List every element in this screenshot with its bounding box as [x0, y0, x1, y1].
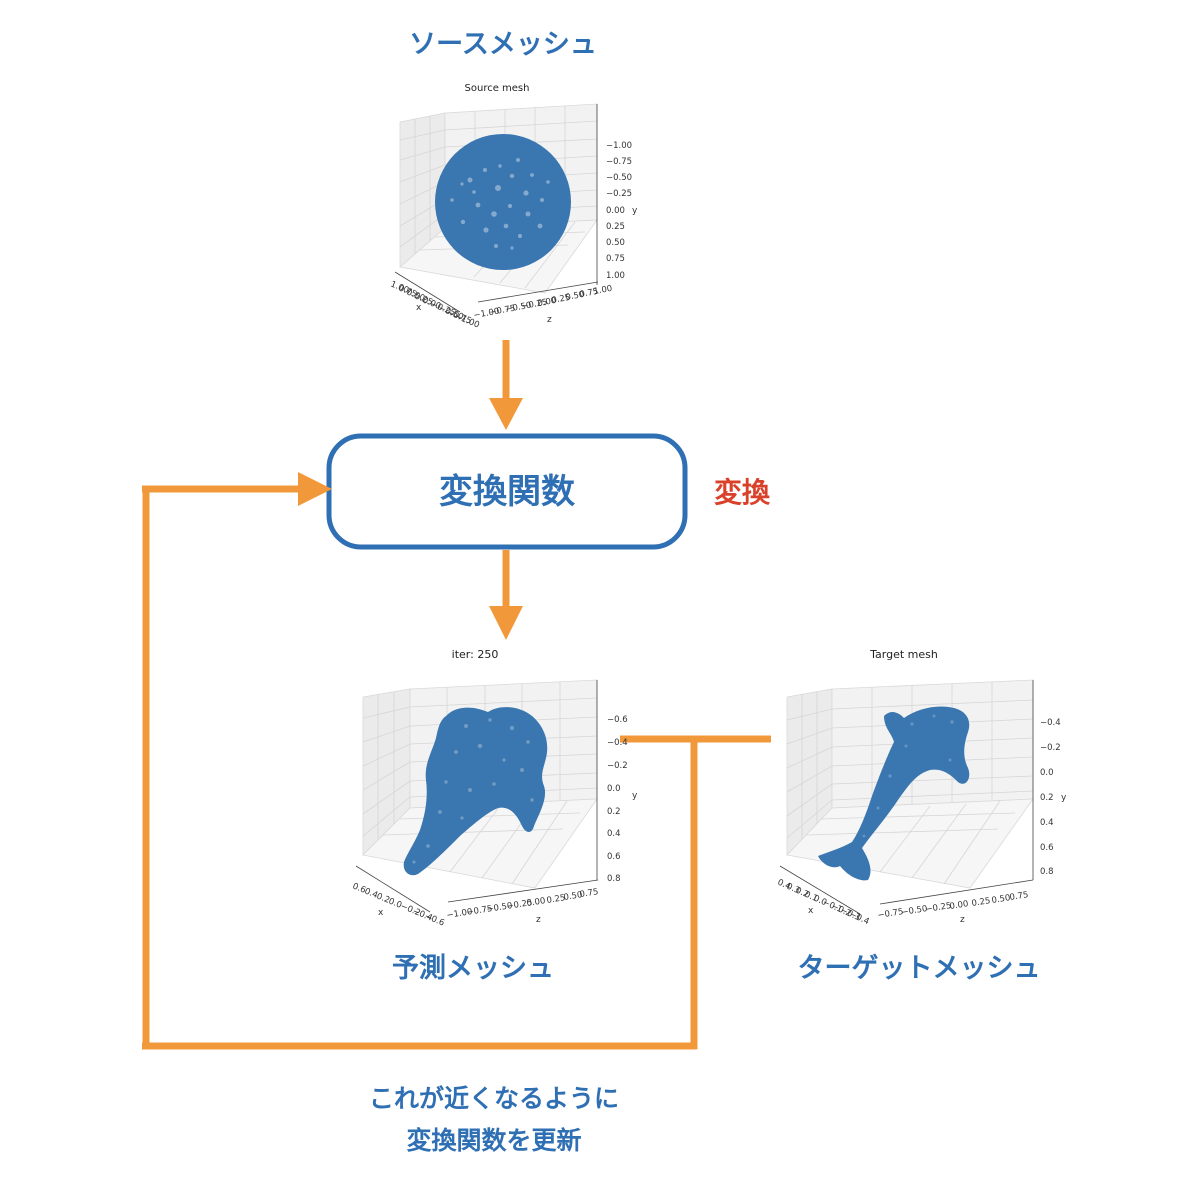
target-mesh-plot: Target mesh — [776, 648, 1067, 927]
svg-text:0.6: 0.6 — [607, 852, 621, 862]
svg-text:0.00: 0.00 — [526, 896, 546, 909]
predicted-plot-title: iter: 250 — [452, 648, 499, 661]
transform-side-label: 変換 — [714, 476, 771, 509]
arrow-source-to-transform — [489, 340, 523, 430]
predicted-x-ticks: 0.6 0.4 0.2 0.0 −0.2 −0.4 −0.6 — [351, 882, 446, 929]
svg-text:−0.50: −0.50 — [505, 301, 532, 315]
svg-text:−0.50: −0.50 — [901, 904, 928, 918]
svg-text:−0.75: −0.75 — [489, 304, 516, 318]
target-z-axis-label: z — [960, 915, 965, 925]
predicted-mesh-plot: iter: 250 — [351, 648, 638, 929]
target-dolphin-scatter — [818, 706, 970, 881]
feedback-loop-path — [142, 472, 771, 1050]
svg-text:−0.75: −0.75 — [877, 907, 904, 921]
svg-text:0.2: 0.2 — [1040, 793, 1054, 803]
svg-text:0.25: 0.25 — [551, 293, 571, 306]
svg-text:−0.2: −0.2 — [607, 761, 628, 771]
target-plot-title: Target mesh — [869, 648, 938, 661]
svg-text:0.4: 0.4 — [363, 887, 379, 901]
svg-text:0.4: 0.4 — [607, 829, 621, 839]
svg-text:0.75: 0.75 — [1009, 890, 1029, 903]
source-mesh-plot: Source mesh — [389, 83, 638, 331]
target-y-ticks: −0.4 −0.2 0.0 0.2 0.4 0.6 0.8 — [1040, 718, 1061, 877]
svg-text:−0.50: −0.50 — [486, 901, 513, 915]
svg-text:0.8: 0.8 — [607, 874, 621, 884]
svg-text:0.4: 0.4 — [1040, 818, 1054, 828]
update-caption-line1: これが近くなるように — [369, 1084, 619, 1113]
svg-text:−0.4: −0.4 — [607, 738, 628, 748]
svg-text:−1.00: −1.00 — [446, 907, 473, 921]
svg-text:−0.75: −0.75 — [466, 904, 493, 918]
update-caption-line2: 変換関数を更新 — [406, 1126, 581, 1155]
svg-text:0.50: 0.50 — [991, 893, 1011, 906]
svg-text:0.00: 0.00 — [949, 899, 969, 912]
target-mesh-heading: ターゲットメッシュ — [798, 953, 1041, 984]
svg-text:−0.75: −0.75 — [606, 157, 632, 167]
svg-text:−0.25: −0.25 — [925, 901, 952, 915]
svg-text:0.0: 0.0 — [387, 897, 403, 911]
source-sphere-scatter — [435, 134, 571, 270]
source-y-axis-label: y — [632, 206, 638, 216]
arrow-transform-to-predicted — [489, 550, 523, 640]
predicted-z-ticks: −1.00 −0.75 −0.50 −0.25 0.00 0.25 0.50 0… — [446, 887, 599, 921]
svg-text:0.2: 0.2 — [375, 892, 391, 906]
svg-text:−1.00: −1.00 — [473, 307, 500, 321]
svg-text:0.0: 0.0 — [1040, 768, 1054, 778]
svg-text:−0.25: −0.25 — [521, 298, 548, 312]
svg-text:1.00: 1.00 — [606, 271, 625, 281]
target-z-ticks: −0.75 −0.50 −0.25 0.00 0.25 0.50 0.75 — [877, 890, 1029, 921]
svg-text:0.00: 0.00 — [537, 296, 557, 309]
predicted-x-axis-label: x — [378, 908, 384, 918]
svg-text:−1.00: −1.00 — [606, 141, 632, 151]
transform-function-box: 変換関数 — [326, 433, 688, 550]
svg-text:0.50: 0.50 — [563, 890, 583, 903]
source-z-axis-label: z — [547, 315, 552, 325]
svg-text:−0.4: −0.4 — [848, 910, 871, 928]
source-z-ticks: −1.00 −0.75 −0.50 −0.25 0.00 0.25 0.50 0… — [473, 284, 613, 321]
svg-text:0.2: 0.2 — [607, 807, 621, 817]
svg-text:0.25: 0.25 — [606, 222, 625, 232]
predicted-y-axis-label: y — [632, 791, 638, 801]
target-x-axis-label: x — [808, 906, 814, 916]
svg-text:−0.6: −0.6 — [423, 912, 446, 929]
svg-text:−0.50: −0.50 — [606, 173, 632, 183]
svg-text:0.8: 0.8 — [1040, 867, 1054, 877]
svg-text:1.00: 1.00 — [593, 284, 613, 297]
predicted-z-axis-label: z — [536, 915, 541, 925]
svg-text:0.50: 0.50 — [565, 290, 585, 303]
svg-text:0.25: 0.25 — [546, 893, 566, 906]
svg-text:0.6: 0.6 — [351, 882, 367, 896]
svg-text:0.25: 0.25 — [971, 896, 991, 909]
svg-text:−0.4: −0.4 — [1040, 718, 1061, 728]
target-plot-axes: −0.4 −0.2 0.0 0.2 0.4 0.6 0.8 y 0.4 0.3 … — [776, 680, 1067, 927]
svg-text:0.75: 0.75 — [579, 887, 599, 900]
svg-text:0.50: 0.50 — [606, 238, 625, 248]
svg-text:−0.25: −0.25 — [506, 898, 533, 912]
svg-text:0.0: 0.0 — [607, 784, 621, 794]
source-plot-title: Source mesh — [465, 83, 530, 94]
target-x-ticks: 0.4 0.3 0.2 0.1 0.0 −0.1 −0.2 −0.3 −0.4 — [776, 878, 871, 928]
svg-text:−0.6: −0.6 — [607, 715, 628, 725]
svg-text:0.00: 0.00 — [606, 206, 625, 216]
predicted-dolphin-scatter — [403, 707, 548, 876]
svg-text:−0.2: −0.2 — [1040, 743, 1061, 753]
svg-text:0.6: 0.6 — [1040, 843, 1054, 853]
source-x-ticks: 1.00 0.75 0.50 0.25 0.00 −0.25 −0.50 −0.… — [389, 280, 481, 331]
source-y-ticks: −1.00 −0.75 −0.50 −0.25 0.00 0.25 0.50 0… — [606, 141, 632, 281]
svg-text:0.75: 0.75 — [579, 287, 599, 300]
predicted-y-ticks: −0.6 −0.4 −0.2 0.0 0.2 0.4 0.6 0.8 — [607, 715, 628, 884]
transform-function-label: 変換関数 — [439, 472, 575, 512]
source-mesh-heading: ソースメッシュ — [409, 29, 597, 60]
predicted-mesh-heading: 予測メッシュ — [392, 953, 554, 984]
target-y-axis-label: y — [1061, 793, 1067, 803]
svg-text:−0.25: −0.25 — [606, 189, 632, 199]
svg-text:0.75: 0.75 — [606, 254, 625, 264]
source-x-axis-label: x — [416, 303, 422, 313]
